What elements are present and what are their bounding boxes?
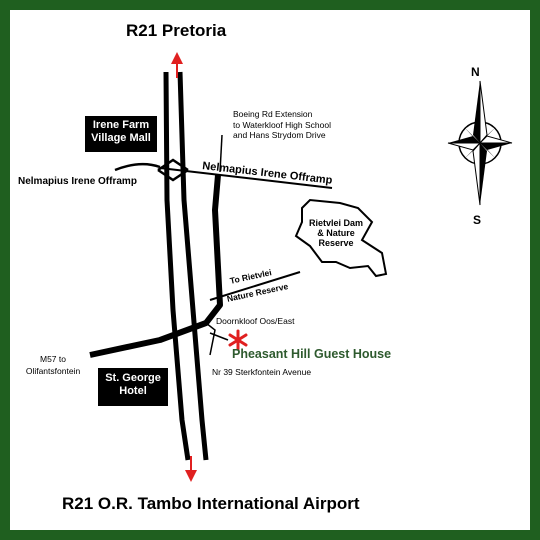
nelmapius-road-west [114,162,161,172]
address-label: Nr 39 Sterkfontein Avenue [212,367,312,377]
map-canvas: R21 Pretoria R21 O.R. Tambo Internationa… [10,10,530,530]
interchange-north [157,158,189,172]
doornkloof-road [205,322,216,356]
south-arrow-head [185,470,197,482]
boeing-label: Boeing Rd Extension to Waterkloof High S… [233,109,331,141]
guest-house-label: Pheasant Hill Guest House [232,347,392,361]
south-destination-label: R21 O.R. Tambo International Airport [62,494,360,513]
doornkloof-label: Doornkloof Oos/East [216,316,295,326]
mall-box: Irene Farm Village Mall [85,116,157,152]
r21-west-carriageway [163,71,191,461]
hotel-label-line2: Hotel [119,385,147,397]
road-drawing [89,52,513,482]
r21-east-carriageway [177,71,209,461]
compass-south-label: S [473,213,482,227]
nelmapius-road [159,167,333,189]
north-arrow-head [171,52,183,64]
m57-label: M57 to Olifantsfontein [20,353,86,377]
compass-rose [447,80,513,206]
guest-house-marker [228,329,248,351]
m57-label-line2: Olifantsfontein [25,366,81,376]
north-destination-label: R21 Pretoria [126,21,227,40]
m57-road [89,174,223,358]
mall-label-line2: Village Mall [91,132,151,144]
hotel-box: St. George Hotel [98,368,168,406]
dam-label-line1: Rietvlei Dam [308,218,364,228]
dam-label-line3: Reserve [318,238,354,248]
boeing-label-line3: and Hans Strydom Drive [233,130,326,140]
hotel-label-line1: St. George [105,372,161,384]
offramp-west-label: Nelmapius Irene Offramp [18,176,137,187]
mall-label-line1: Irene Farm [92,119,150,131]
interchange-south [157,168,189,182]
boeing-label-line1: Boeing Rd Extension [233,109,313,119]
boeing-label-line2: to Waterkloof High School [233,119,331,130]
dam-outline [294,198,388,278]
guest-house-road [209,332,229,341]
dam-label: Rietvlei Dam & Nature Reserve [308,218,364,248]
compass-north-label: N [471,65,480,79]
dam-label-line2: & Nature [317,228,355,238]
boeing-road [219,134,223,173]
m57-label-line1: M57 to [40,354,66,364]
rietvlei-road [209,271,301,301]
